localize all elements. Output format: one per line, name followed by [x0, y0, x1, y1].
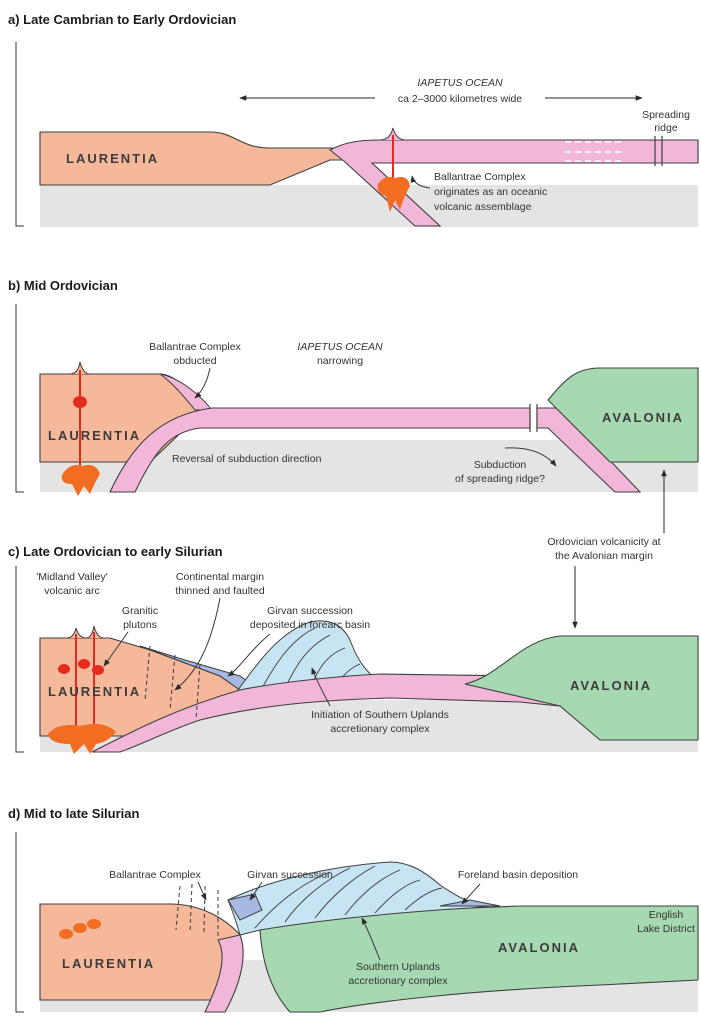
panel-d-english-1: English — [649, 909, 684, 921]
panel-d-ballantrae-leader — [197, 881, 207, 901]
panel-c-avalonia: AVALONIA — [570, 678, 652, 693]
panel-d-english-2: Lake District — [637, 923, 695, 935]
panel-b-subduction-2: of spreading ridge? — [455, 473, 545, 485]
panel-d-magma-2 — [73, 923, 87, 933]
panel-d-foreland-basin — [439, 899, 501, 907]
panel-b: b) Mid Ordovician Ballantrae Complex obd… — [8, 278, 699, 496]
panel-d-foreland-leader — [461, 883, 481, 905]
panel-b-subduction-1: Subduction — [474, 459, 527, 471]
panel-c-bracket — [15, 566, 24, 753]
panel-b-ocean-2: narrowing — [317, 355, 363, 367]
panel-b-ballantrae-2: obducted — [173, 355, 216, 367]
panel-c-magma-body — [48, 724, 116, 754]
panel-a-ocean-name: IAPETUS OCEAN — [417, 77, 503, 89]
panel-c-granitic-1: Granitic — [122, 605, 158, 617]
panel-a-ridge-dashes — [565, 141, 625, 162]
panel-a-spreading-ridge-mark — [654, 136, 663, 166]
panel-d-uplands-2: accretionary complex — [348, 975, 448, 987]
panel-a-volcano — [379, 127, 407, 141]
panel-d-uplands-leader — [361, 917, 381, 961]
panel-b-magma-body — [61, 465, 100, 496]
panel-d-magma-1 — [59, 929, 73, 939]
panel-c-pluton-3 — [92, 665, 104, 675]
panel-b-magma-chamber — [73, 396, 87, 408]
panel-a-ballantrae-1: Ballantrae Complex — [434, 171, 526, 183]
panel-c-granitic-leader — [103, 631, 129, 667]
panel-b-title: b) Mid Ordovician — [8, 278, 118, 293]
panel-d-ballantrae-faults — [175, 883, 219, 936]
panel-c-volcanicity-2: the Avalonian margin — [555, 550, 653, 562]
panel-a-laurentia: LAURENTIA — [66, 151, 159, 166]
panel-c-granitic-2: plutons — [123, 619, 157, 631]
panel-c: c) Late Ordovician to early Silurian 'Mi… — [8, 469, 699, 754]
panel-d-title: d) Mid to late Silurian — [8, 806, 140, 821]
panel-a-ocean-width: ca 2–3000 kilometres wide — [398, 93, 522, 105]
panel-c-oceanic-plate — [91, 673, 561, 753]
panel-c-title: c) Late Ordovician to early Silurian — [8, 544, 223, 559]
panel-a-ballantrae-3: volcanic assemblage — [434, 201, 532, 213]
panel-a-magma-body — [377, 176, 410, 212]
panel-c-midland-2: volcanic arc — [44, 585, 99, 597]
panel-d-oceanic-slab — [204, 934, 244, 1013]
panel-c-uplands-2: accretionary complex — [330, 723, 430, 735]
panel-b-reversal: Reversal of subduction direction — [172, 453, 322, 465]
panel-c-volcanicity-1: Ordovician volcanicity at — [547, 536, 660, 548]
panel-d-girvan: Girvan succession — [247, 869, 333, 881]
panel-b-ridge-mark — [529, 404, 538, 432]
panel-c-pluton-1 — [58, 664, 70, 674]
panel-c-midland-1: 'Midland Valley' — [36, 571, 108, 583]
panel-d-magma-3 — [87, 919, 101, 929]
panel-d-uplands-hatching — [254, 865, 443, 929]
panel-b-laurentia: LAURENTIA — [48, 428, 141, 443]
panel-d-laurentia-crust — [39, 903, 241, 1001]
panel-a-mantle — [40, 185, 698, 227]
panel-c-girvan-1: Girvan succession — [267, 605, 353, 617]
panel-b-ocean-1: IAPETUS OCEAN — [297, 341, 383, 353]
panel-c-margin-1: Continental margin — [176, 571, 264, 583]
panel-b-subduction-arrow — [504, 447, 557, 467]
panel-b-bracket — [15, 304, 24, 493]
panel-a-ballantrae-leader — [410, 175, 431, 189]
panel-c-volcanoes — [65, 625, 105, 639]
panel-c-margin-2: thinned and faulted — [175, 585, 264, 597]
panel-b-ballantrae-1: Ballantrae Complex — [149, 341, 241, 353]
panel-b-volcano — [69, 361, 91, 375]
panel-c-margin-leader — [174, 597, 221, 691]
panel-c-wedge-hatching — [261, 627, 361, 689]
panel-b-avalonia: AVALONIA — [602, 410, 684, 425]
panel-d-foreland: Foreland basin deposition — [458, 869, 578, 881]
panel-c-girvan-leader — [227, 633, 271, 677]
panel-d: d) Mid to late Silurian Ballantrae Compl… — [8, 806, 699, 1013]
panel-d-ballantrae: Ballantrae Complex — [109, 869, 201, 881]
panel-c-pluton-2 — [78, 659, 90, 669]
panel-a-label-bg — [375, 90, 545, 106]
panel-d-bracket — [15, 832, 24, 1013]
panel-b-avalonia-crust — [547, 367, 699, 463]
panel-c-avalonia-crust — [464, 635, 699, 741]
panel-c-girvan-2: deposited in forearc basin — [250, 619, 370, 631]
panel-d-avalonia: AVALONIA — [498, 940, 580, 955]
panel-b-ballantrae-leader — [194, 367, 211, 399]
panel-a-ridge-label-2: ridge — [654, 122, 678, 134]
panel-b-oceanic-plate — [109, 407, 531, 493]
panel-d-girvan-leader — [249, 881, 263, 901]
panel-a-title: a) Late Cambrian to Early Ordovician — [8, 12, 236, 27]
panel-c-faults — [144, 645, 201, 721]
panel-c-uplands-1: Initiation of Southern Uplands — [311, 709, 449, 721]
panel-a-bracket — [15, 42, 24, 227]
panel-a-ballantrae-2: originates as an oceanic — [434, 186, 547, 198]
panel-c-laurentia: LAURENTIA — [48, 684, 141, 699]
panel-d-laurentia: LAURENTIA — [62, 956, 155, 971]
panel-a: a) Late Cambrian to Early Ordovician IAP… — [8, 12, 699, 227]
panel-d-uplands-1: Southern Uplands — [356, 961, 440, 973]
panel-a-ridge-label-1: Spreading — [642, 109, 690, 121]
panel-c-uplands-leader — [311, 667, 331, 707]
panel-c-feeders — [75, 632, 95, 730]
